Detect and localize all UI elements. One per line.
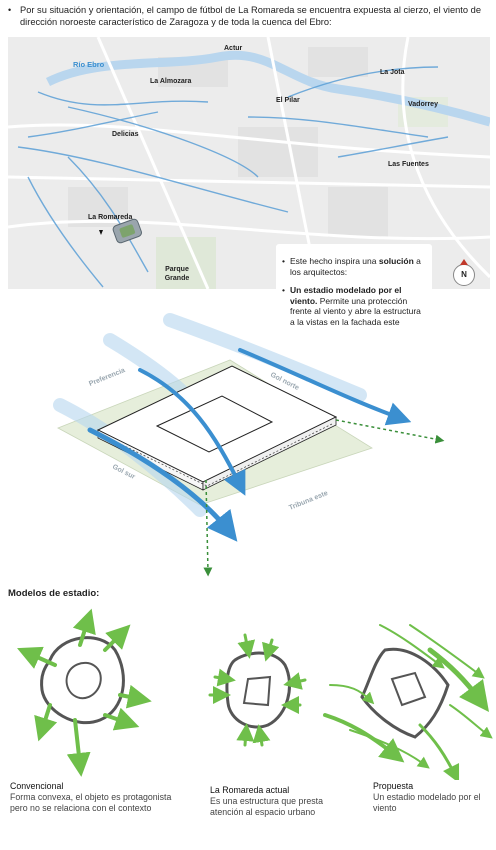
callout-bullet-1: • <box>282 256 285 266</box>
pitch-outline <box>155 395 274 453</box>
model-romareda-actual <box>208 633 307 747</box>
caption-propuesta: Propuesta Un estadio modelado por el vie… <box>373 781 483 813</box>
place-parque-grande-text: Parque Grande <box>164 266 190 282</box>
wind-arrow-2 <box>238 348 412 426</box>
place-la-almozara: La Almozara <box>150 78 192 85</box>
map-base-svg <box>8 37 490 289</box>
caption-romareda: La Romareda actual Es una estructura que… <box>210 785 350 817</box>
caption-conventional: Convencional Forma convexa, el objeto es… <box>10 781 190 813</box>
callout-text-2a: Un estadio modelado por el viento. <box>290 285 402 306</box>
caption-conventional-title: Convencional <box>10 781 64 791</box>
model-conventional <box>17 608 152 777</box>
caption-propuesta-title: Propuesta <box>373 781 414 791</box>
solution-callout: • Este hecho inspira una solución a los … <box>276 244 432 352</box>
place-parque-grande: Parque Grande <box>163 265 191 283</box>
models-illustration <box>17 608 493 780</box>
label-preferencia: Preferencia <box>88 367 126 388</box>
model-propuesta <box>323 624 493 780</box>
place-delicias: Delicias <box>112 131 139 138</box>
place-las-fuentes: Las Fuentes <box>388 161 429 168</box>
caption-conventional-desc: Forma convexa, el objeto es protagonista… <box>10 791 172 813</box>
place-actur: Actur <box>224 45 243 52</box>
callout-item-2: • Un estadio modelado por el viento. Per… <box>276 285 426 327</box>
callout-item-1: • Este hecho inspira una solución a los … <box>276 256 426 277</box>
caption-propuesta-desc: Un estadio modelado por el viento <box>373 791 481 813</box>
intro-text: • Por su situación y orientación, el cam… <box>8 5 490 28</box>
place-el-pilar: El Pilar <box>276 97 300 104</box>
caption-romareda-title: La Romareda actual <box>210 785 290 795</box>
zaragoza-map: Río Ebro Actur La Almozara La Jota El Pi… <box>8 37 490 289</box>
callout-bullet-2: • <box>282 285 285 295</box>
callout-text-1c: a los arquitectos: <box>290 256 421 277</box>
wind-arrow-3 <box>87 427 238 542</box>
label-tribuna-este: Tribuna este <box>288 490 329 512</box>
caption-romareda-desc: Es una estructura que presta atención al… <box>210 795 323 817</box>
place-la-jota: La Jota <box>380 69 405 76</box>
stadium-wind-diagram: Preferencia Gol norte Gol sur Tribuna es… <box>53 313 445 577</box>
place-la-romareda: La Romareda <box>88 214 133 221</box>
intro-bullet: • <box>8 5 12 15</box>
place-vadorrey: Vadorrey <box>408 101 438 108</box>
callout-text-1a: Este hecho inspira una <box>290 256 379 266</box>
north-compass-icon: N <box>453 259 475 286</box>
callout-text-1b: solución <box>378 256 414 266</box>
callout-text-2b: Permite una protección frente al viento … <box>290 295 421 327</box>
wind-arrow-1 <box>138 368 246 496</box>
compass-label: N <box>461 270 467 279</box>
river-label: Río Ebro <box>73 60 105 69</box>
intro-paragraph: Por su situación y orientación, el campo… <box>20 5 481 27</box>
models-title: Modelos de estadio: <box>8 588 100 599</box>
